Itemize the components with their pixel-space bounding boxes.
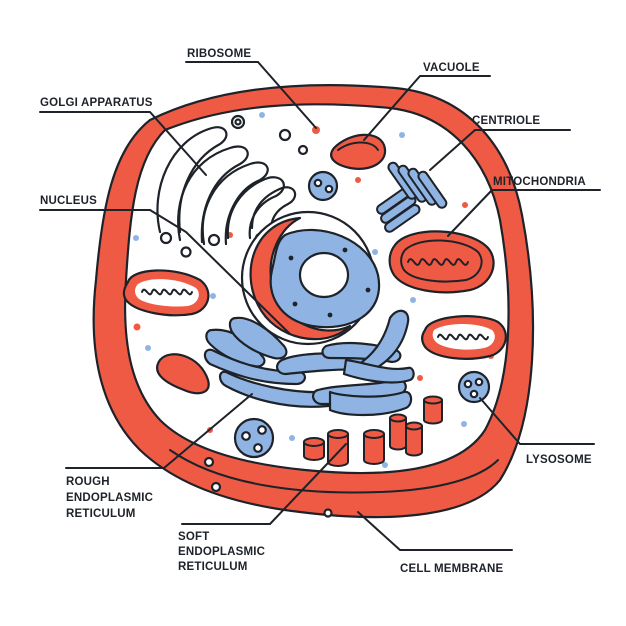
mitochondrion-right-top [388, 230, 495, 294]
smooth-endoplasmic-reticulum [303, 395, 443, 467]
label-rough-er-line1: ROUGH [66, 476, 110, 488]
leader-lines [39, 61, 601, 551]
cytoplasm-dots [133, 112, 494, 468]
label-nucleus: NUCLEUS [40, 195, 97, 207]
label-centriole: CENTRIOLE [472, 115, 540, 127]
label-golgi-apparatus: GOLGI APPARATUS [40, 97, 153, 109]
golgi-apparatus [156, 114, 309, 258]
label-ribosome: RIBOSOME [187, 48, 251, 60]
centriole [376, 161, 448, 233]
membrane-pore [203, 456, 215, 468]
label-rough-er-line2: ENDOPLASMIC [66, 492, 153, 504]
label-soft-er-line3: RETICULUM [178, 561, 248, 573]
label-cell-membrane: CELL MEMBRANE [400, 563, 503, 575]
mitochondrion-right-bottom [421, 315, 507, 360]
membrane-pore [323, 508, 333, 518]
label-soft-er-line1: SOFT [178, 531, 209, 543]
label-lysosome: LYSOSOME [526, 454, 592, 466]
label-soft-er-line2: ENDOPLASMIC [178, 546, 265, 558]
membrane-pore [210, 481, 222, 493]
lysosome-bottom-left [233, 417, 275, 459]
mitochondrion-left [122, 269, 210, 317]
label-rough-er-line3: RETICULUM [66, 508, 136, 520]
nucleolus [298, 251, 350, 299]
rough-endoplasmic-reticulum [203, 309, 415, 417]
labels: RIBOSOME VACUOLE GOLGI APPARATUS CENTRIO… [40, 48, 592, 575]
lysosome [457, 370, 491, 404]
vacuole-highlight [337, 141, 379, 151]
membrane-inner-line [169, 449, 499, 494]
vacuole [330, 133, 387, 170]
label-mitochondria: MITOCHONDRIA [493, 176, 586, 188]
label-vacuole: VACUOLE [423, 62, 480, 74]
nucleus [240, 210, 381, 346]
lysosome-top [307, 170, 339, 202]
vacuole-left [156, 353, 210, 395]
